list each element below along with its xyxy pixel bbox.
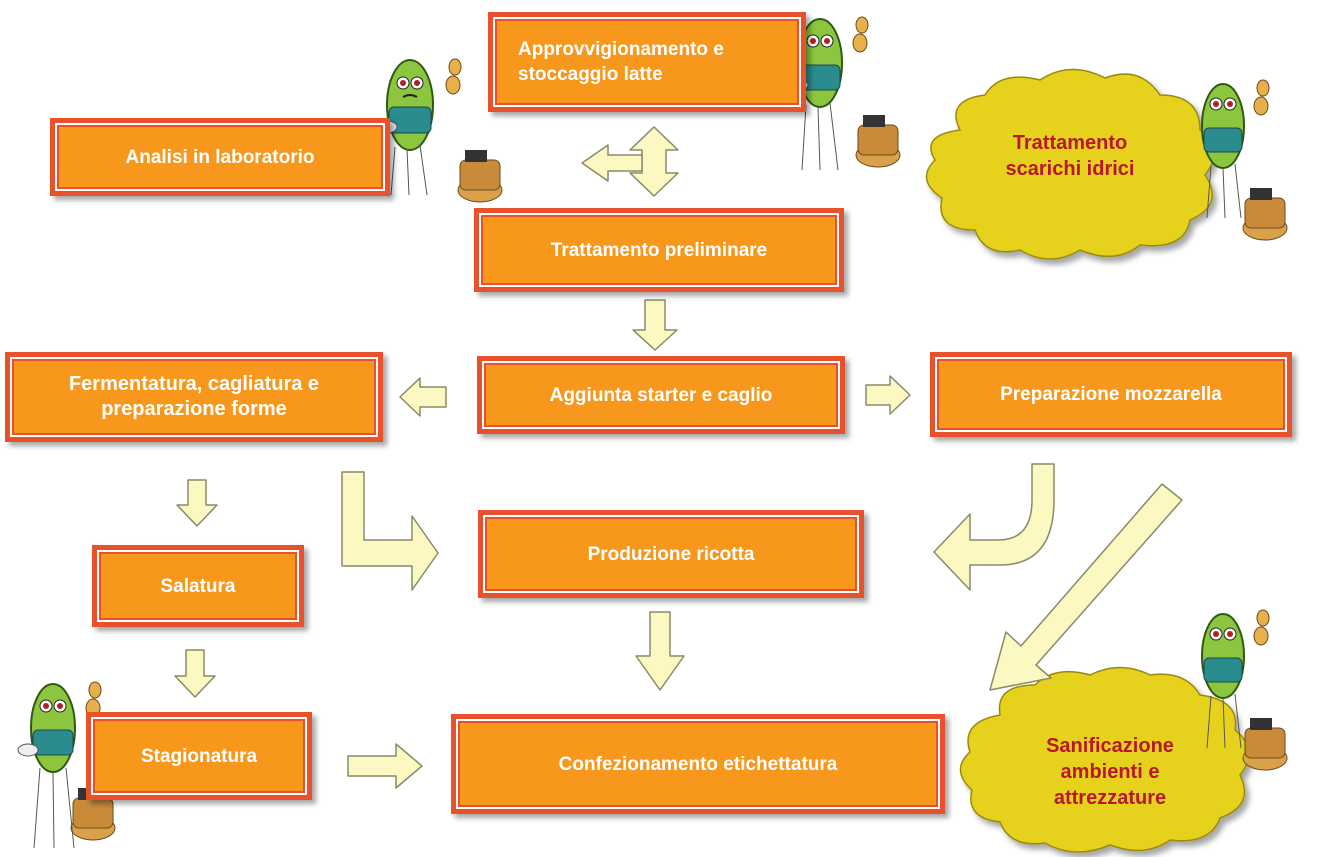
- bacterium-mascot-icon: [17, 681, 116, 849]
- step-fermentatura: Fermentatura, cagliatura e preparazione …: [5, 352, 383, 442]
- arrow-left-to-analisi: [581, 144, 643, 182]
- arrow-diagonal-sanificazione: [989, 483, 1183, 691]
- cloud-scarichi-shape: [925, 68, 1215, 260]
- step-salatura: Salatura: [92, 545, 304, 627]
- step-ricotta-label: Produzione ricotta: [587, 543, 755, 565]
- step-aggiunta-label: Aggiunta starter e caglio: [549, 384, 773, 406]
- step-confezionamento-label: Confezionamento etichettatura: [558, 753, 838, 775]
- arrow-curve-ricotta: [933, 463, 1055, 591]
- step-salatura-label: Salatura: [160, 575, 236, 597]
- step-approvvigionamento-label: Approvvigionamento e stoccaggio latte: [518, 39, 724, 85]
- step-analisi: Analisi in laboratorio: [50, 118, 390, 196]
- cloud-sanificazione-label: Sanificazione ambienti e attrezzature: [1046, 735, 1174, 809]
- step-confezionamento: Confezionamento etichettatura: [451, 714, 945, 814]
- bacterium-mascot-icon: [1201, 609, 1288, 771]
- bacterium-mascot-icon: [1201, 79, 1288, 241]
- arrow-double-vertical: [629, 126, 679, 197]
- step-approvvigionamento: Approvvigionamento e stoccaggio latte: [488, 12, 806, 112]
- step-ricotta: Produzione ricotta: [478, 510, 864, 598]
- step-trattamento-preliminare-label: Trattamento preliminare: [550, 239, 768, 261]
- arrow-down-salatura: [176, 479, 218, 527]
- arrow-right-mozzarella: [865, 375, 911, 415]
- arrow-left-fermentatura: [399, 377, 447, 417]
- step-mozzarella-label: Preparazione mozzarella: [1000, 384, 1222, 405]
- step-trattamento-preliminare: Trattamento preliminare: [474, 208, 844, 292]
- arrow-down-confezionamento: [635, 611, 685, 691]
- bacterium-mascot-icon: [787, 16, 901, 171]
- arrow-right-confezionamento: [347, 743, 423, 789]
- step-stagionatura-label: Stagionatura: [140, 745, 258, 767]
- cloud-scarichi-label: Trattamento scarichi idrici: [1005, 132, 1135, 180]
- step-analisi-label: Analisi in laboratorio: [125, 146, 315, 168]
- arrow-down-1: [632, 299, 678, 351]
- bacterium-mascot-icon: [376, 58, 503, 203]
- cloud-sanificazione-shape: [959, 666, 1250, 853]
- step-fermentatura-label: Fermentatura, cagliatura e preparazione …: [68, 373, 320, 420]
- arrow-down-stagionatura: [174, 649, 216, 698]
- arrow-l-ricotta: [341, 471, 439, 591]
- step-aggiunta: Aggiunta starter e caglio: [477, 356, 845, 434]
- step-stagionatura: Stagionatura: [86, 712, 312, 800]
- step-mozzarella: Preparazione mozzarella: [930, 352, 1292, 437]
